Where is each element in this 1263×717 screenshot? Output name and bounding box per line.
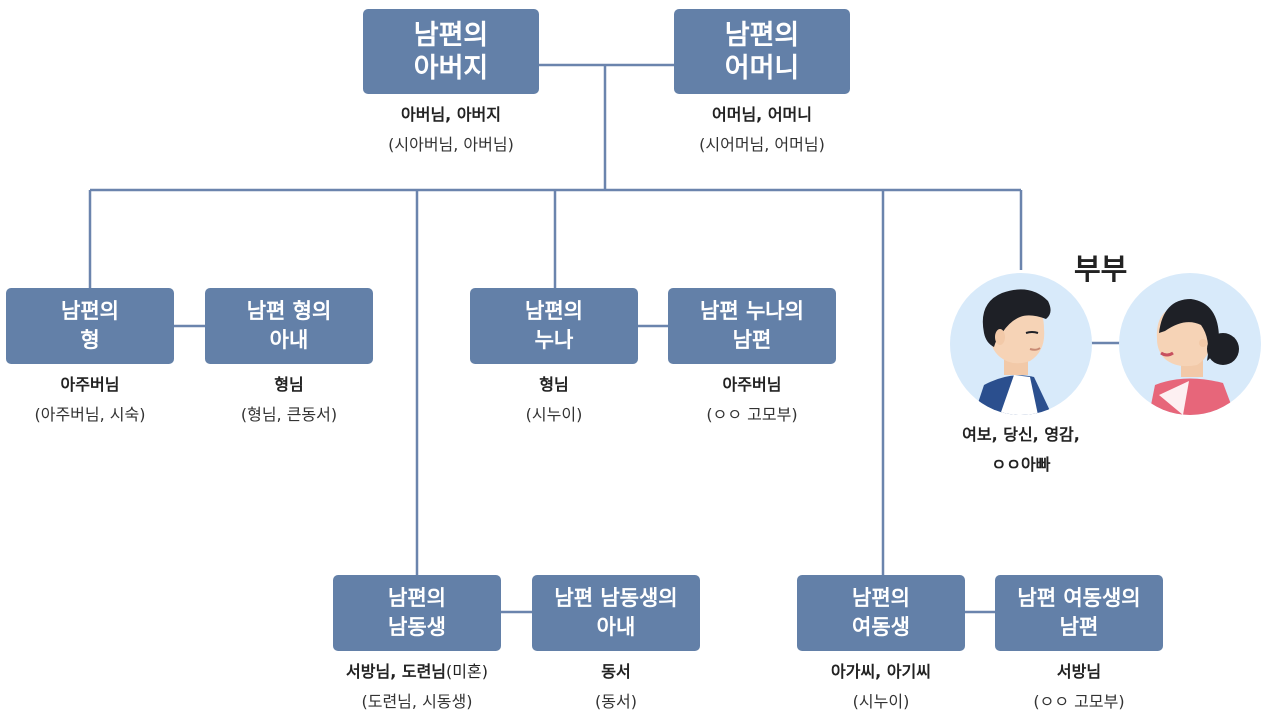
box-line2: 아내	[596, 615, 636, 639]
caption-title: 형님	[274, 375, 304, 394]
box-line1: 남편의	[413, 19, 489, 51]
caption-sub: (동서)	[595, 692, 637, 711]
box-line1: 남편 누나의	[700, 299, 804, 323]
caption-sub: (시누이)	[852, 692, 910, 711]
caption-couple: 여보, 당신, 영감, ㅇㅇ아빠	[891, 420, 1151, 480]
caption-title-extra: (미혼)	[446, 662, 488, 681]
caption-sub: ㅇㅇ아빠	[991, 455, 1051, 474]
caption-title: 아주버님	[722, 375, 782, 394]
caption-mother-in-law: 어머님, 어머니 (시어머님, 어머님)	[632, 100, 892, 160]
caption-title: 여보, 당신, 영감,	[962, 425, 1080, 444]
caption-father-in-law: 아버님, 아버지 (시아버님, 아버님)	[321, 100, 581, 160]
box-younger-sister-husband: 남편 여동생의 남편	[995, 575, 1163, 651]
caption-title: 서방님	[1056, 662, 1102, 681]
box-line2: 누나	[534, 328, 574, 352]
box-line1: 남편의	[852, 586, 910, 610]
box-line2: 아버지	[413, 52, 489, 84]
caption-younger-sister-husband: 서방님 (ㅇㅇ 고모부)	[949, 657, 1209, 717]
caption-title: 형님	[539, 375, 569, 394]
caption-sub: (시누이)	[525, 405, 583, 424]
caption-sub: (시아버님, 아버님)	[388, 135, 514, 154]
box-line1: 남편의	[525, 299, 583, 323]
caption-older-brother-wife: 형님 (형님, 큰동서)	[159, 370, 419, 430]
box-line2: 어머니	[724, 52, 800, 84]
caption-sub: (형님, 큰동서)	[240, 405, 338, 424]
caption-title: 동서	[601, 662, 631, 681]
box-younger-brother-wife: 남편 남동생의 아내	[532, 575, 700, 651]
caption-sub: (아주버님, 시숙)	[34, 405, 146, 424]
box-line1: 남편의	[724, 19, 800, 51]
caption-title: 서방님, 도련님(미혼)	[287, 657, 547, 687]
caption-younger-brother-wife: 동서 (동서)	[486, 657, 746, 717]
box-line1: 남편 여동생의	[1017, 586, 1141, 610]
box-line1: 남편 형의	[246, 299, 332, 323]
couple-label: 부부	[1074, 252, 1128, 286]
caption-younger-brother: 서방님, 도련님(미혼) (도련님, 시동생)	[287, 657, 547, 717]
caption-title: 어머님, 어머니	[712, 105, 812, 124]
caption-sub: (시어머님, 어머님)	[699, 135, 825, 154]
caption-older-sister: 형님 (시누이)	[424, 370, 684, 430]
caption-title: 아주버님	[60, 375, 120, 394]
caption-title: 아버님, 아버지	[401, 105, 501, 124]
caption-younger-sister: 아가씨, 아기씨 (시누이)	[751, 657, 1011, 717]
box-father-in-law: 남편의 아버지	[363, 9, 539, 94]
box-older-sister: 남편의 누나	[470, 288, 638, 364]
box-younger-sister: 남편의 여동생	[797, 575, 965, 651]
husband-avatar	[950, 273, 1092, 415]
box-line2: 형	[80, 328, 100, 352]
caption-title-main: 서방님, 도련님	[346, 662, 447, 681]
caption-older-brother: 아주버님 (아주버님, 시숙)	[0, 370, 220, 430]
box-older-sister-husband: 남편 누나의 남편	[668, 288, 836, 364]
box-older-brother-wife: 남편 형의 아내	[205, 288, 373, 364]
box-line2: 여동생	[852, 615, 910, 639]
caption-sub: (ㅇㅇ 고모부)	[706, 405, 798, 424]
box-line1: 남편 남동생의	[554, 586, 678, 610]
box-older-brother: 남편의 형	[6, 288, 174, 364]
caption-sub: (도련님, 시동생)	[361, 692, 473, 711]
box-younger-brother: 남편의 남동생	[333, 575, 501, 651]
box-line2: 남편	[732, 328, 772, 352]
wife-avatar	[1119, 273, 1261, 415]
box-line1: 남편의	[61, 299, 119, 323]
box-line2: 아내	[269, 328, 309, 352]
box-line2: 남편	[1059, 615, 1099, 639]
caption-older-sister-husband: 아주버님 (ㅇㅇ 고모부)	[622, 370, 882, 430]
box-mother-in-law: 남편의 어머니	[674, 9, 850, 94]
caption-sub: (ㅇㅇ 고모부)	[1033, 692, 1125, 711]
box-line2: 남동생	[388, 615, 446, 639]
caption-title: 아가씨, 아기씨	[831, 662, 931, 681]
box-line1: 남편의	[388, 586, 446, 610]
